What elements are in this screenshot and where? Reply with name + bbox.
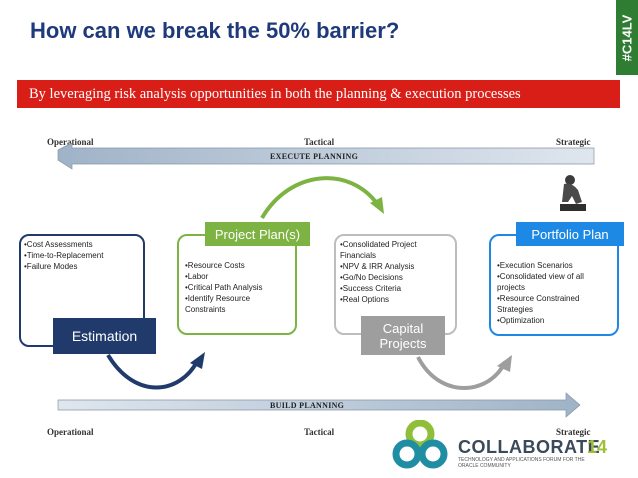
- list-item: •Consolidated Project Financials: [340, 240, 417, 260]
- execute-planning-label: EXECUTE PLANNING: [270, 152, 359, 161]
- list-item: •Real Options: [340, 295, 390, 304]
- list-item: •Resource Constrained Strategies: [497, 294, 580, 314]
- slide-title: How can we break the 50% barrier?: [30, 18, 400, 43]
- collaborate-wordmark: COLLABORATE: [458, 437, 601, 457]
- list-item: •Consolidated view of all projects: [497, 272, 584, 292]
- list-item: •Time-to-Replacement: [24, 251, 104, 260]
- collaborate-tagline: TECHNOLOGY AND APPLICATIONS FORUM FOR TH…: [458, 457, 585, 469]
- portfolio-plan-items: •Execution Scenarios •Consolidated view …: [491, 236, 617, 326]
- list-item: •Optimization: [497, 316, 545, 325]
- estimation-items: •Cost Assessments •Time-to-Replacement •…: [21, 236, 143, 272]
- list-item: •Resource Costs: [185, 261, 245, 270]
- project-plan-box: •Resource Costs •Labor •Critical Path An…: [177, 234, 297, 335]
- collaborate-logo-icon: [392, 420, 448, 469]
- execute-planning-arrow: [57, 142, 595, 170]
- list-item: •Cost Assessments: [24, 240, 93, 249]
- estimation-tag: Estimation: [53, 318, 156, 354]
- capital-projects-tag: Capital Projects: [361, 316, 445, 355]
- list-item: •Go/No Decisions: [340, 273, 403, 282]
- list-item: •Identify Resource Constraints: [185, 294, 251, 314]
- top-axis-tactical: Tactical: [304, 137, 335, 147]
- subtitle-banner: By leveraging risk analysis opportunitie…: [17, 80, 620, 108]
- bottom-axis-operational: Operational: [47, 427, 94, 437]
- list-item: •Success Criteria: [340, 284, 402, 293]
- collaborate-year: 14: [587, 437, 608, 457]
- build-planning-arrow: [57, 392, 581, 418]
- build-planning-label: BUILD PLANNING: [270, 401, 345, 410]
- list-item: •Critical Path Analysis: [185, 283, 263, 292]
- hashtag-bar: #C14LV: [616, 0, 638, 75]
- portfolio-plan-box: •Execution Scenarios •Consolidated view …: [489, 234, 619, 336]
- top-axis-strategic: Strategic: [556, 137, 591, 147]
- top-axis-operational: Operational: [47, 137, 94, 147]
- bottom-axis-strategic: Strategic: [556, 427, 591, 437]
- portfolio-plan-tag: Portfolio Plan: [516, 222, 624, 246]
- list-item: •Failure Modes: [24, 262, 78, 271]
- project-plan-tag: Project Plan(s): [205, 222, 310, 246]
- project-plan-items: •Resource Costs •Labor •Critical Path An…: [179, 236, 295, 315]
- list-item: •NPV & IRR Analysis: [340, 262, 415, 271]
- bottom-axis-tactical: Tactical: [304, 427, 335, 437]
- thinker-statue-icon: [560, 175, 586, 211]
- capital-projects-items: •Consolidated Project Financials •NPV & …: [336, 236, 455, 305]
- list-item: •Labor: [185, 272, 209, 281]
- list-item: •Execution Scenarios: [497, 261, 573, 270]
